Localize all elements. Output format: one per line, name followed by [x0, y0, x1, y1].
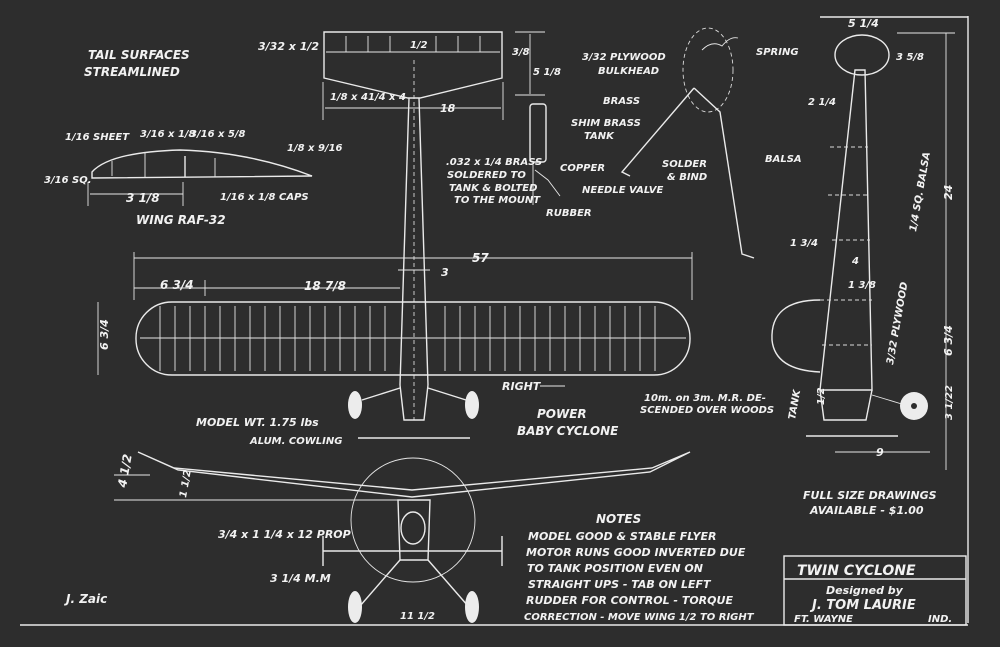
- dihedral-label: 4 1/2: [115, 453, 135, 490]
- side-view: [771, 32, 955, 470]
- gear-width-label: 11 1/2: [400, 611, 435, 622]
- full-size-label-2: AVAILABLE - $1.00: [809, 504, 924, 517]
- landing-gear-detail: [620, 27, 755, 259]
- tail-surfaces-label: TAIL SURFACES: [88, 48, 190, 62]
- wing-ribs: [159, 306, 656, 371]
- needle-valve-label: NEEDLE VALVE: [582, 185, 664, 196]
- length-label: 24: [942, 185, 955, 200]
- title-block-name: TWIN CYCLONE: [797, 563, 916, 579]
- wing-airfoil-section: [87, 149, 313, 206]
- dim-half-label: 1/2: [816, 387, 827, 405]
- wing-tip-label: 6 3/4: [160, 278, 194, 292]
- plywood-bulkhead-label-2: BULKHEAD: [598, 66, 659, 77]
- title-block-designed-by: Designed by: [826, 584, 904, 597]
- fuselage-width-label: 3: [441, 266, 449, 279]
- chord-dim-label: 3 1/8: [126, 191, 160, 205]
- solder-label: SOLDER: [662, 159, 707, 170]
- flight-record-label: 10m. on 3m. M.R. DE-: [644, 393, 766, 404]
- nose-width-label: 5 1/4: [848, 17, 879, 30]
- notes-title: NOTES: [596, 512, 641, 526]
- wing-plan: [97, 252, 693, 376]
- wing-section-title: WING RAF-32: [136, 213, 226, 227]
- plywood-bulkhead-label: 3/32 PLYWOOD: [582, 52, 666, 63]
- stab-rib2-label: 1/4 x 4: [368, 92, 406, 103]
- dim-6-3-4-label: 6 3/4: [942, 325, 955, 356]
- full-size-label: FULL SIZE DRAWINGS: [803, 489, 937, 502]
- side-tank-label: TANK: [787, 388, 803, 421]
- stabilizer-plan: [322, 31, 545, 120]
- flight-record-label-2: SCENDED OVER WOODS: [640, 405, 774, 416]
- stab-span-label: 18: [440, 102, 456, 115]
- wheels-label: 3 1/4 M.M: [270, 572, 331, 585]
- spring-label: SPRING: [756, 47, 799, 58]
- title-block-city: FT. WAYNE: [794, 614, 853, 625]
- stab-dim-b: 5 1/8: [533, 67, 561, 78]
- spar1-label: 3/16 x 1/8: [140, 129, 196, 140]
- nose-height-label: 3 5/8: [896, 52, 924, 63]
- leading-edge-label: 3/16 SQ.: [44, 175, 92, 186]
- brass-strap-label-4: TO THE MOUNT: [454, 195, 541, 206]
- wing-panel-label: 18 7/8: [304, 279, 346, 293]
- signature: J. Zaic: [64, 592, 107, 606]
- notes-line-2: MOTOR RUNS GOOD INVERTED DUE: [526, 546, 746, 559]
- notes-line-6: CORRECTION - MOVE WING 1/2 TO RIGHT: [524, 612, 755, 623]
- stab-center-label: 1/2: [410, 40, 428, 51]
- solder-label-2: & BIND: [667, 172, 707, 183]
- copper-label: COPPER: [560, 163, 605, 174]
- stab-rib1-label: 1/8 x 4: [330, 92, 368, 103]
- shim-tank-label: SHIM BRASS: [571, 118, 641, 129]
- dim-2-1-4-label: 2 1/4: [808, 97, 836, 108]
- prop-label: 3/4 x 1 1/4 x 12 PROP: [218, 528, 351, 541]
- notes-line-4: STRAIGHT UPS - TAB ON LEFT: [528, 578, 712, 591]
- sheet-label: 1/16 SHEET: [65, 132, 130, 143]
- wing-span-label: 57: [472, 251, 489, 265]
- brass-strap-label-3: TANK & BOLTED: [449, 183, 537, 194]
- rubber-label: RUBBER: [546, 208, 592, 219]
- stab-edge-label: 3/32 x 1/2: [258, 40, 319, 53]
- brass-strap-label-2: SOLDERED TO: [447, 170, 526, 181]
- power-label: POWER: [537, 407, 587, 421]
- title-block-designer: J. TOM LAURIE: [809, 598, 916, 613]
- fuselage-plan: [398, 60, 430, 420]
- cowling-label: ALUM. COWLING: [249, 436, 342, 447]
- notes-line-1: MODEL GOOD & STABLE FLYER: [528, 530, 716, 543]
- dim-3-1-2-label: 3 1/2: [944, 392, 955, 420]
- notes-line-3: TO TANK POSITION EVEN ON: [527, 562, 703, 575]
- model-weight-label: MODEL WT. 1.75 lbs: [196, 416, 319, 429]
- brass-label: BRASS: [603, 96, 640, 107]
- shim-tank-label-2: TANK: [584, 131, 615, 142]
- engine-label: BABY CYCLONE: [517, 424, 619, 438]
- fuel-tank-detail: [529, 103, 561, 205]
- dihedral-center-label: 1 1/2: [178, 469, 194, 499]
- brass-strap-label-1: .032 x 1/4 BRASS: [446, 157, 542, 168]
- tail-surfaces-label-2: STREAMLINED: [84, 65, 180, 79]
- title-block: [783, 555, 967, 626]
- spar2-label: 3/16 x 5/8: [190, 129, 246, 140]
- dim-2-label: 2: [944, 385, 955, 392]
- title-block-state: IND.: [928, 614, 952, 625]
- balsa-label: BALSA: [765, 154, 802, 165]
- side-plywood-label: 3/32 PLYWOOD: [885, 281, 910, 365]
- trailing-edge-label: 1/8 x 9/16: [287, 143, 343, 154]
- quarter-balsa-label: 1/4 SQ. BALSA: [908, 151, 933, 232]
- dim-9-label: 9: [876, 446, 884, 459]
- dim-1-3-4-label: 1 3/4: [790, 238, 818, 249]
- gear-top-view: [348, 384, 479, 439]
- stab-dim-a: 3/8: [512, 47, 530, 58]
- dim-4-label: 4: [851, 256, 859, 267]
- right-label: RIGHT: [502, 380, 542, 393]
- front-view: [114, 451, 691, 623]
- caps-label: 1/16 x 1/8 CAPS: [220, 192, 309, 203]
- wing-chord-label: 6 3/4: [98, 319, 111, 350]
- dim-1-3-8-label: 1 3/8: [848, 280, 876, 291]
- notes-line-5: RUDDER FOR CONTROL - TORQUE: [526, 594, 733, 607]
